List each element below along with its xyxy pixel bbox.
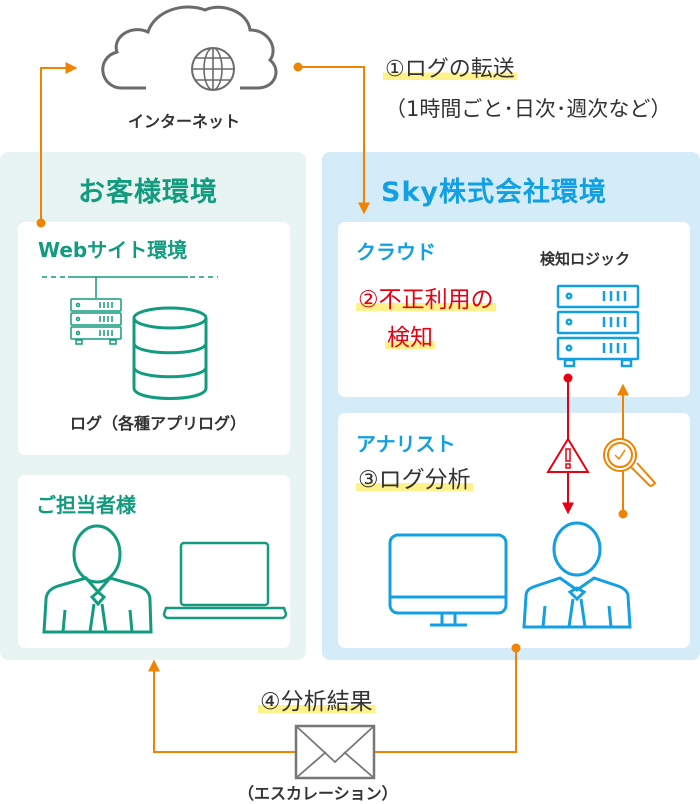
step4-title: ④分析結果 bbox=[258, 689, 375, 715]
customer-environment-title: お客様環境 bbox=[78, 177, 218, 208]
database-icon bbox=[132, 306, 208, 400]
magnifier-check-icon bbox=[603, 438, 657, 487]
step2-line1: ②不正利用の bbox=[356, 287, 496, 313]
envelope-icon bbox=[294, 724, 376, 780]
server-stack-icon bbox=[556, 284, 640, 368]
step1-subtitle: （1時間ごと･日次･週次など） bbox=[385, 97, 672, 121]
contact-person-title: ご担当者様 bbox=[36, 493, 136, 517]
escalation-caption: （エスカレーション） bbox=[238, 784, 398, 803]
person-icon bbox=[522, 521, 632, 629]
flow-customer-to-internet bbox=[36, 62, 78, 228]
website-environment-title: Webサイト環境 bbox=[38, 238, 188, 262]
website-environment-card bbox=[18, 222, 290, 455]
internet-label: インターネット bbox=[128, 112, 241, 131]
step3-title: ③ログ分析 bbox=[356, 467, 473, 493]
step1-title-text: ①ログの転送 bbox=[383, 57, 517, 82]
analyst-title: アナリスト bbox=[356, 432, 456, 456]
step1-title: ①ログの転送 bbox=[383, 56, 517, 84]
warning-icon bbox=[546, 437, 590, 473]
sky-environment-title: Sky株式会社環境 bbox=[381, 177, 608, 208]
network-line bbox=[42, 276, 218, 298]
log-caption: ログ（各種アプリログ） bbox=[70, 414, 247, 433]
cloud-title: クラウド bbox=[356, 240, 436, 264]
monitor-icon bbox=[388, 533, 508, 627]
server-stack-icon bbox=[70, 298, 122, 345]
cloud-globe-icon bbox=[101, 5, 278, 91]
alert-flow bbox=[562, 373, 574, 515]
laptop-icon bbox=[162, 541, 288, 620]
person-icon bbox=[42, 524, 153, 634]
flow-result-to-customer bbox=[148, 643, 521, 753]
detection-logic-label: 検知ロジック bbox=[540, 250, 631, 268]
flow-internet-to-sky bbox=[293, 62, 370, 215]
step2-line2: 検知 bbox=[385, 325, 435, 351]
